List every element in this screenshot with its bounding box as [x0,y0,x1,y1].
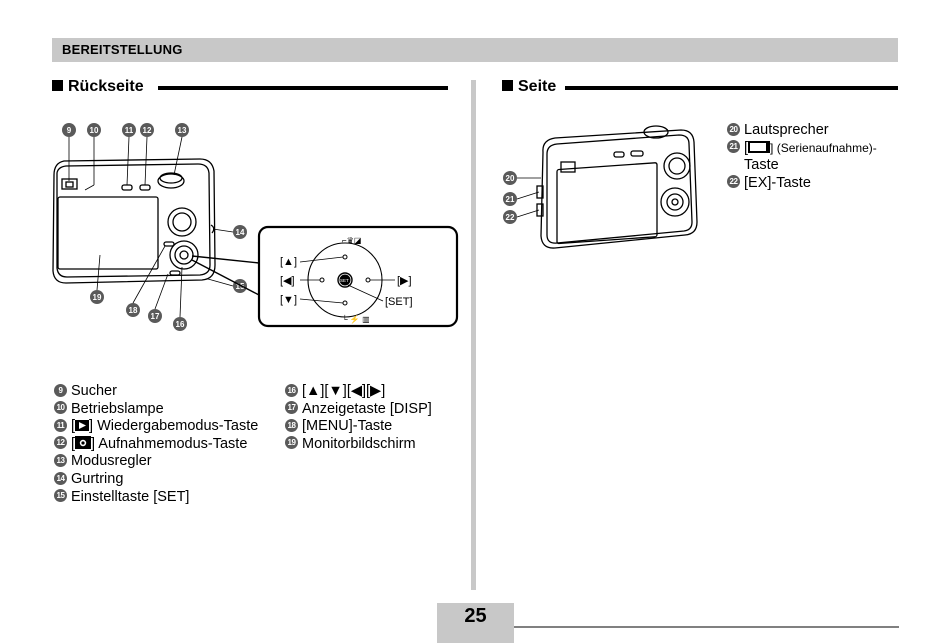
side-callouts: 20 21 22 [503,171,517,224]
callout-badge: 16 [285,383,298,397]
callout-badge: 9 [54,383,67,397]
legend-item: 12[] Aufnahmemodus-Taste [54,436,258,454]
zoom-label-left: [◀] [280,275,295,287]
callout-13: 13 [178,126,187,135]
callout-badge: 20 [727,122,740,136]
zoom-label-right: [▶] [397,275,412,287]
callout-19: 19 [93,293,102,302]
zoom-label-down: [▼] [280,294,297,306]
leader-lines [68,136,234,318]
section-header-bar: BEREITSTELLUNG [52,38,898,62]
callout-14: 14 [236,228,245,237]
legend-item: 21[] (Serienaufnahme)- [727,140,877,158]
left-section-heading: Rückseite [52,78,448,98]
zoom-box [191,225,459,328]
callout-badge: 19 [285,436,298,450]
right-section-title: Seite [518,78,557,95]
callout-18: 18 [129,306,138,315]
right-heading-rule [565,86,898,90]
flash-mode-icon: ⌐♛◪ [342,236,361,245]
callout-badge: 10 [54,401,67,415]
callout-badge: 14 [54,471,67,485]
legend-item: 16[▲][▼][◀][▶] [285,383,432,401]
delete-icon: └ ⚡ ▥ [342,314,370,324]
legend-item-cont: Taste [744,157,779,174]
column-divider [471,80,476,590]
svg-text:21: 21 [506,195,515,204]
svg-text:22: 22 [506,213,515,222]
callout-badge: 13 [54,454,67,468]
callout-10: 10 [90,126,99,135]
callout-badge: 15 [54,489,67,503]
callout-17: 17 [151,312,160,321]
set-button-text: SET [340,278,349,283]
callout-badge: 12 [54,436,67,450]
callout-16: 16 [176,320,185,329]
square-bullet-icon [52,80,63,91]
callout-12: 12 [143,126,152,135]
callout-badge: 11 [54,418,67,432]
right-section-heading: Seite [502,78,898,98]
top-callouts: 9 10 11 12 13 14 15 16 17 18 19 [62,123,247,331]
camera-side-diagram: 20 21 22 [503,125,698,249]
left-heading-rule [158,86,448,90]
left-section-title: Rückseite [68,78,144,95]
legend-item: 18[MENU]-Taste [285,418,432,436]
zoom-labels: [▲] [◀] [▼] [▶] [SET] SET ⌐♛◪ └ ⚡ ▥ [280,236,413,324]
callout-badge: 18 [285,418,298,432]
camera-body [52,158,216,284]
camera-back-diagram: 9 10 11 12 13 14 15 16 17 18 19 [52,123,459,331]
side-camera-body [536,125,698,249]
legend-item: 22[EX]-Taste [727,175,877,193]
page-number-box: 25 [437,603,514,643]
burst-icon [748,140,771,153]
legend-item: 11[] Wiedergabemodus-Taste [54,418,258,436]
zoom-label-up: [▲] [280,256,297,268]
callout-11: 11 [125,126,134,135]
svg-text:20: 20 [506,174,515,183]
footer-rule [437,626,899,628]
square-bullet-icon [502,80,513,91]
callout-9: 9 [67,126,72,135]
callout-badge: 21 [727,140,740,154]
callout-badge: 22 [727,175,740,189]
zoom-label-set: [SET] [385,296,413,308]
play-icon [75,419,90,431]
callout-15: 15 [236,282,245,291]
page-number: 25 [464,605,487,627]
section-header-title: BEREITSTELLUNG [62,42,183,57]
callout-badge: 17 [285,401,298,415]
camera-icon [75,436,92,450]
